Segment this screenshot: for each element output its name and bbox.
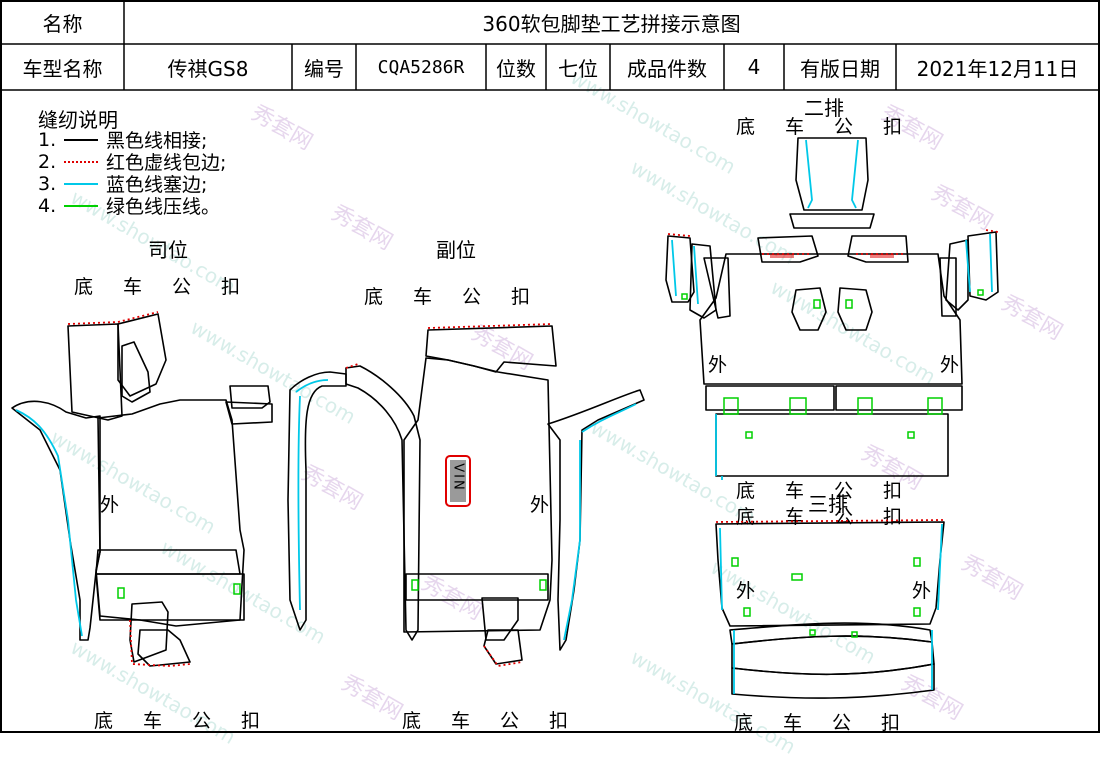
red-binding-edges (67, 229, 999, 667)
bottom-clip-label: 底车公扣 (364, 286, 561, 308)
bottom-clip-label: 底车公扣 (736, 480, 933, 502)
seat-label: 位数 (496, 56, 536, 81)
legend-text: 红色虚线包边; (106, 152, 227, 174)
pieces-label: 成品件数 (627, 56, 707, 81)
legend-item-blue: 3. 蓝色线塞边; (38, 170, 207, 197)
outer-label: 外 (736, 580, 756, 602)
legend-text: 黑色线相接; (106, 130, 208, 152)
passenger-section-title: 副位 (436, 238, 476, 262)
legend-item-green: 4. 绿色线压线。 (38, 192, 220, 219)
bottom-clip-label: 底车公扣 (74, 276, 271, 298)
outer-label: 外 (100, 494, 120, 516)
row2-red-markers (770, 254, 894, 258)
code-value: CQA5286R (377, 56, 465, 78)
outer-label: 外 (708, 354, 728, 376)
model-label: 车型名称 (22, 56, 103, 81)
outer-label: 外 (530, 494, 550, 516)
vin-label: VIN (450, 463, 466, 492)
outer-label: 外 (912, 580, 932, 602)
legend-num: 3. (38, 172, 57, 195)
legend-num: 2. (38, 150, 57, 173)
blue-line-swatch (64, 182, 98, 185)
model-value: 传祺GS8 (167, 56, 249, 81)
seat-value: 七位 (558, 56, 598, 81)
legend-item-red: 2. 红色虚线包边; (38, 148, 226, 175)
name-label: 名称 (42, 12, 83, 36)
green-line-swatch (64, 204, 98, 207)
driver-section-title: 司位 (148, 238, 188, 262)
black-line-swatch (64, 138, 98, 141)
diagram-title: 360软包脚垫工艺拼接示意图 (482, 12, 741, 36)
legend-num: 1. (38, 128, 57, 151)
row2-section-title: 二排 (804, 96, 844, 120)
green-stitch-marks (117, 289, 984, 638)
driver-mat (11, 313, 273, 667)
passenger-mat (287, 325, 645, 665)
code-label: 编号 (304, 56, 344, 81)
legend-text: 绿色线压线。 (106, 196, 221, 218)
row3-section-title: 三排 (808, 492, 848, 516)
red-dotted-swatch (64, 160, 98, 163)
bottom-clip-label: 底车公扣 (402, 710, 599, 732)
pattern-drawings (11, 137, 999, 699)
vin-window (445, 455, 471, 507)
blue-tuck-lines (15, 139, 993, 694)
outer-label: 外 (940, 354, 960, 376)
legend-title: 缝纫说明 (38, 108, 118, 132)
date-label: 有版日期 (800, 56, 880, 81)
bottom-clip-label: 底车公扣 (734, 712, 931, 734)
header-table-grid (0, 0, 1100, 733)
legend-item-black: 1. 黑色线相接; (38, 126, 207, 153)
pieces-value: 4 (747, 55, 761, 79)
legend-text: 蓝色线塞边; (106, 174, 208, 196)
row3-mat (715, 521, 945, 699)
bottom-clip-label: 底车公扣 (94, 710, 291, 732)
legend-num: 4. (38, 194, 57, 217)
bottom-clip-label: 底车公扣 (736, 116, 933, 138)
date-value: 2021年12月11日 (916, 56, 1079, 81)
